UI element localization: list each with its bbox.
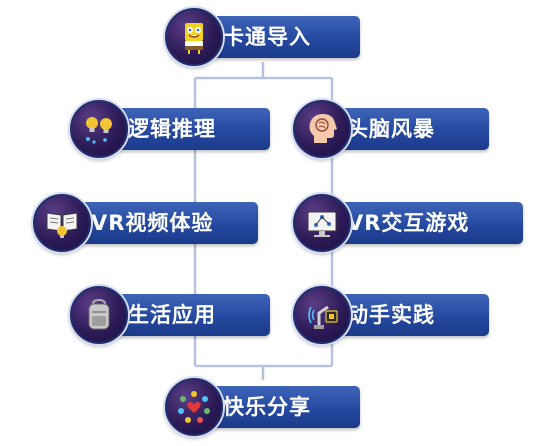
node-hands-on-label: 动手实践 [347,303,435,327]
node-brainstorm-label: 头脑风暴 [347,117,435,141]
node-cartoon-intro: 卡通导入 [165,8,360,66]
node-life-application-label: 生活应用 [128,303,216,327]
sponge-character-icon [165,8,223,66]
node-vr-game-label: VR交互游戏 [347,211,470,235]
node-happy-sharing-label: 快乐分享 [223,395,311,419]
head-brain-icon [293,100,351,158]
node-vr-video: VR视频体验 [33,194,258,252]
node-happy-sharing-box: 快乐分享 [197,386,360,428]
backpack-icon [70,286,128,344]
node-life-application-box: 生活应用 [102,294,270,336]
node-brainstorm: 头脑风暴 [293,100,489,158]
node-happy-sharing: 快乐分享 [165,378,360,436]
node-logic-reasoning-label: 逻辑推理 [128,117,216,141]
robot-arm-icon [293,286,351,344]
heart-ring-icon [165,378,223,436]
node-logic-reasoning: 逻辑推理 [70,100,270,158]
node-life-application: 生活应用 [70,286,270,344]
node-cartoon-intro-label: 卡通导入 [223,25,311,49]
node-vr-video-box: VR视频体验 [65,202,258,244]
node-hands-on: 动手实践 [293,286,489,344]
node-vr-game-box: VR交互游戏 [321,202,523,244]
node-cartoon-intro-box: 卡通导入 [197,16,360,58]
light-bulbs-icon [70,100,128,158]
node-vr-game: VR交互游戏 [293,194,523,252]
node-vr-video-label: VR视频体验 [91,211,214,235]
monitor-network-icon [293,194,351,252]
book-bulb-icon [33,194,91,252]
node-logic-reasoning-box: 逻辑推理 [102,108,270,150]
